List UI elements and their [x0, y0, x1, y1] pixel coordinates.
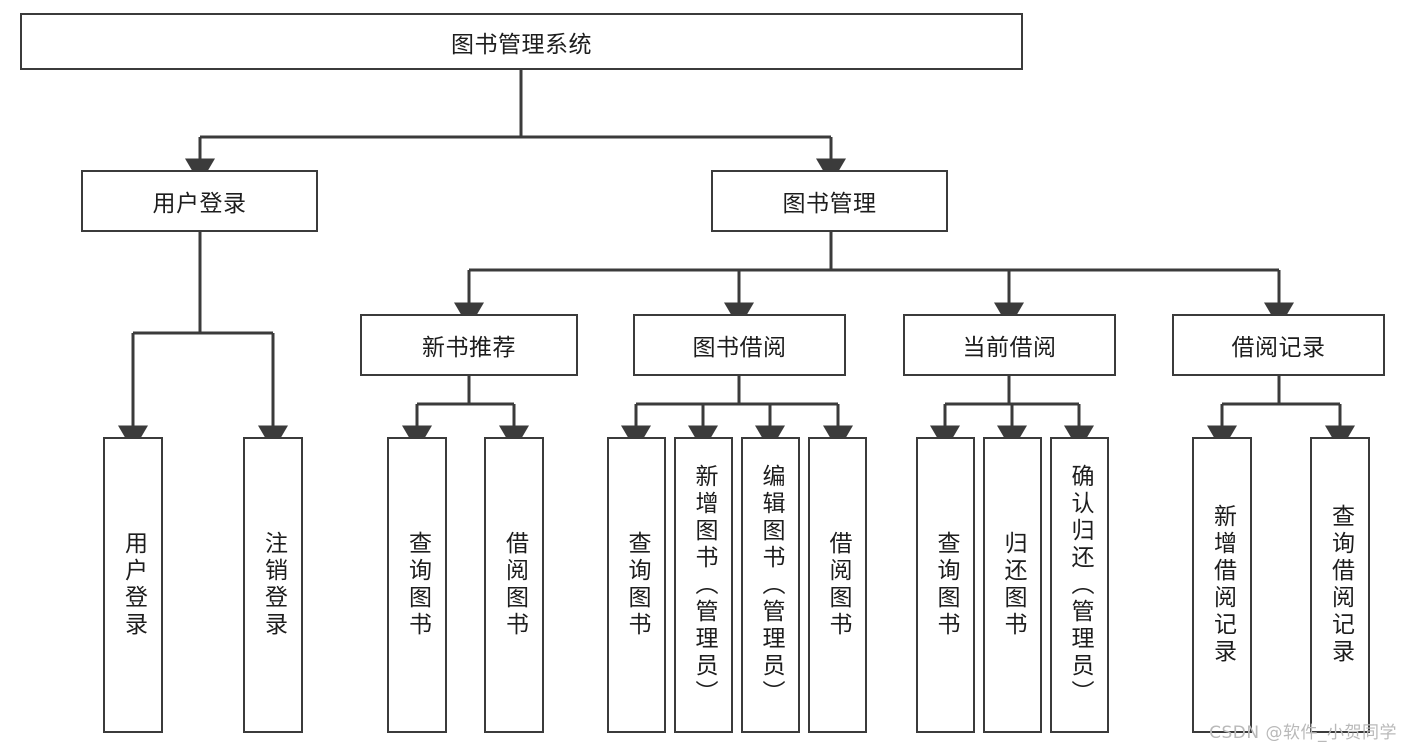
leaf-add-borrow-record-label: 新增借阅记录: [1209, 504, 1236, 666]
node-root[interactable]: 图书管理系统: [20, 13, 1023, 70]
leaf-query-book-borrow-label: 查询图书: [624, 531, 650, 639]
leaf-confirm-return-admin[interactable]: 确认归还（管理员）: [1050, 437, 1109, 733]
leaf-query-book-new-label: 查询图书: [404, 531, 431, 639]
leaf-logout[interactable]: 注销登录: [243, 437, 303, 733]
node-book-borrow-label: 图书借阅: [692, 335, 787, 361]
leaf-query-book-borrow[interactable]: 查询图书: [607, 437, 666, 733]
leaf-user-login[interactable]: 用户登录: [103, 437, 163, 733]
leaf-add-book-admin-label: 新增图书（管理员）: [691, 463, 717, 707]
leaf-edit-book-admin[interactable]: 编辑图书（管理员）: [741, 437, 800, 733]
leaf-user-login-label: 用户登录: [120, 531, 147, 639]
leaf-return-book[interactable]: 归还图书: [983, 437, 1042, 733]
node-book-manage[interactable]: 图书管理: [711, 170, 948, 232]
leaf-borrow-book[interactable]: 借阅图书: [808, 437, 867, 733]
node-borrow-record[interactable]: 借阅记录: [1172, 314, 1385, 376]
leaf-query-book-current[interactable]: 查询图书: [916, 437, 975, 733]
node-new-book-recommend-label: 新书推荐: [422, 335, 516, 361]
leaf-confirm-return-admin-label: 确认归还（管理员）: [1067, 463, 1093, 707]
node-root-label: 图书管理系统: [451, 31, 592, 58]
node-borrow-record-label: 借阅记录: [1231, 335, 1326, 361]
leaf-query-borrow-record-label: 查询借阅记录: [1327, 504, 1354, 666]
leaf-return-book-label: 归还图书: [1000, 531, 1026, 639]
watermark: CSDN @软件_小贺同学: [1209, 723, 1397, 743]
leaf-add-borrow-record[interactable]: 新增借阅记录: [1192, 437, 1252, 733]
leaf-borrow-book-label: 借阅图书: [825, 531, 851, 639]
leaf-query-book-new[interactable]: 查询图书: [387, 437, 447, 733]
leaf-borrow-book-new-label: 借阅图书: [501, 531, 528, 639]
leaf-query-book-current-label: 查询图书: [933, 531, 959, 639]
leaf-edit-book-admin-label: 编辑图书（管理员）: [758, 463, 784, 707]
node-new-book-recommend[interactable]: 新书推荐: [360, 314, 578, 376]
node-user-login[interactable]: 用户登录: [81, 170, 318, 232]
leaf-add-book-admin[interactable]: 新增图书（管理员）: [674, 437, 733, 733]
leaf-borrow-book-new[interactable]: 借阅图书: [484, 437, 544, 733]
node-user-login-label: 用户登录: [152, 191, 247, 217]
leaf-logout-label: 注销登录: [260, 531, 287, 639]
node-book-borrow[interactable]: 图书借阅: [633, 314, 846, 376]
node-current-borrow-label: 当前借阅: [962, 335, 1057, 361]
node-book-manage-label: 图书管理: [782, 191, 877, 217]
node-current-borrow[interactable]: 当前借阅: [903, 314, 1116, 376]
leaf-query-borrow-record[interactable]: 查询借阅记录: [1310, 437, 1370, 733]
